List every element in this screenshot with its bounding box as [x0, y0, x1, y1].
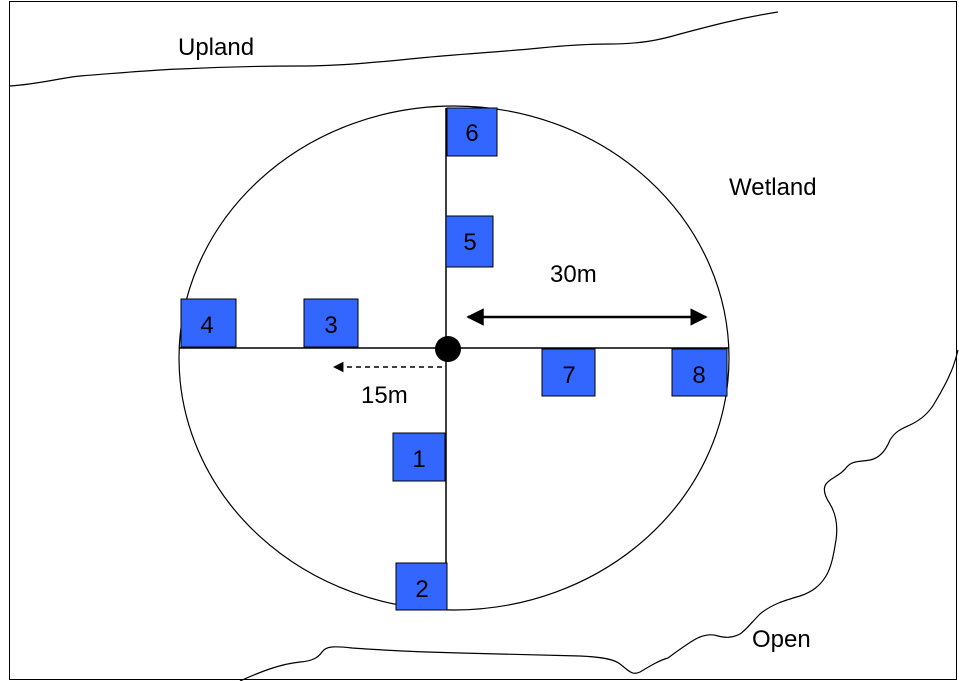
open-label: Open — [752, 626, 811, 653]
wetland-open-boundary — [667, 349, 959, 659]
plot-6: 6 — [446, 107, 498, 157]
plot-7: 7 — [541, 348, 596, 397]
plot-1: 1 — [392, 432, 446, 482]
open-boundary — [239, 646, 669, 681]
plot-4: 4 — [180, 298, 237, 348]
wetland-label: Wetland — [729, 174, 817, 201]
plot-3-label: 3 — [324, 312, 337, 339]
plot-4-label: 4 — [200, 312, 213, 339]
plot-2-label: 2 — [415, 576, 428, 603]
half-radius-label: 15m — [361, 382, 408, 409]
plot-2: 2 — [395, 562, 448, 611]
center-point — [435, 336, 461, 362]
plot-3: 3 — [303, 298, 359, 348]
plot-5: 5 — [445, 215, 494, 268]
upland-boundary — [9, 11, 779, 87]
plot-1-label: 1 — [412, 446, 425, 473]
plot-7-label: 7 — [562, 362, 575, 389]
plot-6-label: 6 — [465, 120, 478, 147]
radius-label: 30m — [550, 261, 597, 288]
sampling-circle — [178, 105, 730, 611]
upland-label: Upland — [178, 34, 254, 61]
plot-8: 8 — [671, 348, 728, 397]
diagram-frame — [9, 1, 957, 680]
plot-5-label: 5 — [463, 229, 476, 256]
plot-8-label: 8 — [692, 362, 705, 389]
